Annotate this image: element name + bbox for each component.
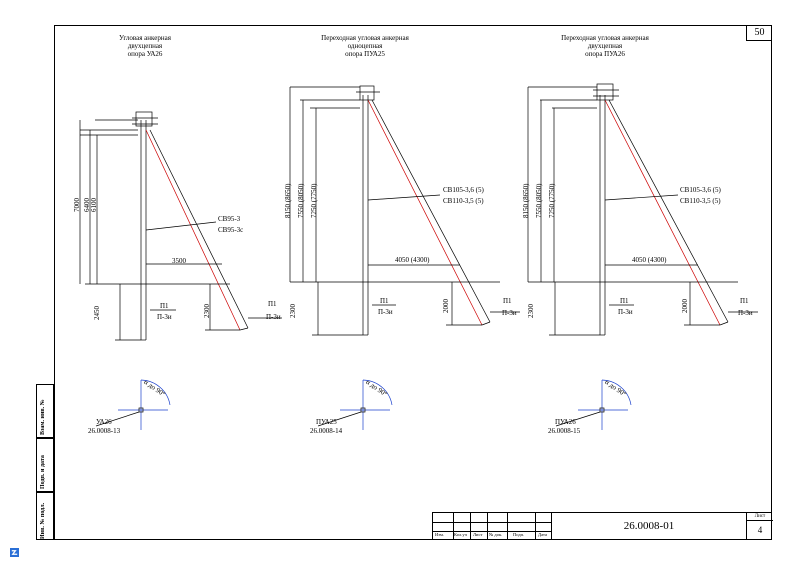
- height-label: 7250 (7750): [310, 183, 318, 218]
- strut-label: СВ105-3,6 (5): [680, 186, 721, 194]
- title-line: опора ПУА26: [585, 50, 625, 58]
- title-line: двухцепная: [587, 42, 623, 50]
- foot-label: П-3и: [502, 309, 517, 317]
- stamp-header: № док.: [489, 532, 503, 537]
- strut-label: СВ110-3,5 (5): [443, 197, 484, 205]
- strut-label: СВ105-3,6 (5): [443, 186, 484, 194]
- drawing-frame: [54, 25, 772, 540]
- height-label: 8150 (8650): [284, 183, 292, 218]
- depth-label: 2000: [681, 299, 689, 313]
- height-label: 7250 (7750): [548, 183, 556, 218]
- stamp-header: Лист: [473, 532, 483, 537]
- foot-label: П1: [620, 297, 629, 305]
- title-line: двухцепная: [127, 42, 163, 50]
- support-1-title: Угловая анкерная двухцепная опора УА26: [95, 34, 195, 58]
- foot-label: П1: [160, 302, 169, 310]
- depth-label: 2450: [93, 306, 101, 320]
- stamp-header: Кол.уч: [454, 532, 467, 537]
- height-label: 6100: [90, 198, 98, 212]
- stamp-divider: [487, 513, 488, 540]
- stamp-divider: [507, 513, 508, 540]
- side-stamp-sign: Подп. и дата: [36, 438, 54, 492]
- plan-code: 26.0008-14: [310, 427, 343, 435]
- stamp-row-line: [433, 522, 551, 523]
- stamp-row-line: [433, 531, 551, 532]
- foot-label: П-3и: [266, 313, 281, 321]
- stamp-divider: [470, 513, 471, 540]
- span-label: 3500: [172, 257, 186, 265]
- height-label: 7550 (8050): [297, 183, 305, 218]
- title-line: Переходная угловая анкерная: [561, 34, 649, 42]
- title-line: Угловая анкерная: [119, 34, 171, 42]
- side-stamp-inventory: Инв. № подл.: [36, 492, 54, 540]
- support-3-drawing: [527, 83, 758, 336]
- plan-code: 26.0008-13: [88, 427, 121, 435]
- plan-name: УА26: [96, 418, 112, 426]
- depth-label: 2300: [203, 304, 211, 318]
- plan-code: 26.0008-15: [548, 427, 581, 435]
- strut-label: СВ110-3,5 (5): [680, 197, 721, 205]
- foot-label: П-3и: [618, 308, 633, 316]
- foot-label: П-3и: [738, 309, 753, 317]
- side-stamp-label: Подп. и дата: [40, 455, 46, 489]
- side-stamp-replace: Взам. инв. №: [36, 384, 54, 438]
- title-block: Изм. Кол.уч Лист № док. Подп. Дата: [432, 512, 772, 540]
- title-line: одноцепная: [347, 42, 383, 50]
- title-line: опора ПУА25: [345, 50, 385, 58]
- stamp-divider: [535, 513, 536, 540]
- foot-label: П1: [503, 297, 512, 305]
- sheet-label: Лист: [747, 512, 773, 521]
- stamp-header: Подп.: [513, 532, 525, 537]
- side-stamp-label: Инв. № подл.: [40, 502, 46, 539]
- stamp-header: Дата: [538, 532, 547, 537]
- support-2-drawing: [289, 85, 520, 336]
- foot-label: П1: [380, 297, 389, 305]
- span-label: 4050 (4300): [632, 256, 667, 264]
- support-1-drawing: [79, 111, 282, 341]
- foot-label: П1: [268, 300, 277, 308]
- title-line: Переходная угловая анкерная: [321, 34, 409, 42]
- depth-label: 2000: [442, 299, 450, 313]
- app-logo-icon: [10, 548, 19, 557]
- stamp-divider: [551, 513, 552, 540]
- strut-label: СВ95-3с: [218, 226, 244, 234]
- stamp-divider: [453, 513, 454, 540]
- plan-name: ПУА25: [316, 418, 337, 426]
- strut-label: СВ95-3: [218, 215, 241, 223]
- span-label: 4050 (4300): [395, 256, 430, 264]
- side-stamp-label: Взам. инв. №: [40, 399, 46, 435]
- support-2-title: Переходная угловая анкерная одноцепная о…: [300, 34, 430, 58]
- height-label: 8150 (8650): [522, 183, 530, 218]
- depth-label: 2300: [289, 304, 297, 318]
- title-line: опора УА26: [127, 50, 163, 58]
- plan-views: [95, 379, 632, 430]
- foot-label: П-3и: [378, 308, 393, 316]
- page-number: 50: [746, 25, 772, 41]
- height-label: 7550 (8050): [535, 183, 543, 218]
- foot-label: П1: [740, 297, 749, 305]
- depth-label: 2300: [527, 304, 535, 318]
- height-label: 7000: [73, 198, 81, 212]
- support-3-title: Переходная угловая анкерная двухцепная о…: [540, 34, 670, 58]
- sheet-box: Лист 4: [746, 512, 773, 540]
- foot-label: П-3и: [157, 313, 172, 321]
- plan-name: ПУА26: [555, 418, 576, 426]
- stamp-header: Изм.: [435, 532, 444, 537]
- sheet-number: 4: [757, 525, 763, 535]
- document-number: 26.0008-01: [623, 520, 675, 532]
